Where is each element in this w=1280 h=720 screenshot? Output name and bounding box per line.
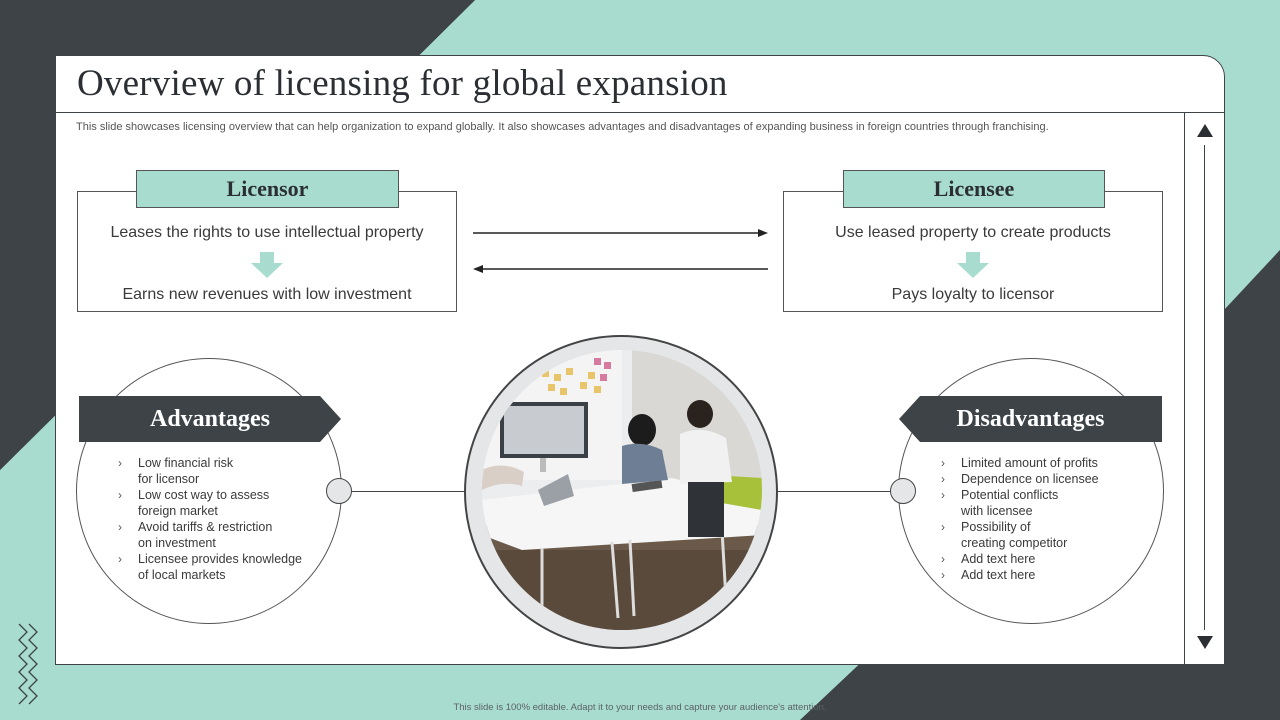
scrollbar-divider [1184, 113, 1185, 665]
chevron-right-icon: › [941, 552, 945, 566]
chevron-right-icon: › [941, 472, 945, 486]
disadvantages-item: › Limited amount of profits [941, 455, 1099, 471]
right-arrow-icon [758, 229, 768, 237]
down-arrow-icon [251, 252, 283, 278]
chevron-right-icon: › [941, 568, 945, 582]
disadvantages-item-text: Potential conflicts [961, 488, 1059, 502]
disadvantages-item-text: with licensee [961, 504, 1033, 518]
scrollbar-track[interactable] [1204, 145, 1205, 630]
disadvantages-item-text: Possibility of [961, 520, 1031, 534]
licensee-box [783, 191, 1163, 312]
slide-subtitle: This slide showcases licensing overview … [76, 121, 1049, 133]
meeting-photo [482, 350, 762, 630]
licensor-heading: Licensor [136, 170, 399, 208]
disadvantages-item: › Add text here [941, 551, 1099, 567]
right-connector-node [890, 478, 916, 504]
licensee-line-2: Pays loyalty to licensor [891, 286, 1055, 303]
advantages-item-text: on investment [138, 536, 216, 550]
title-divider [56, 112, 1224, 113]
right-connector [776, 491, 891, 492]
disadvantages-item-text: Limited amount of profits [961, 456, 1098, 470]
disadvantages-item-text: Add text here [961, 552, 1036, 566]
licensor-line-2: Earns new revenues with low investment [122, 286, 412, 303]
triangle-down-icon[interactable] [1197, 636, 1213, 649]
zigzag-decoration [18, 623, 38, 705]
advantages-item: › Low cost way to assess foreign market [118, 487, 302, 519]
disadvantages-item: › Potential conflicts with licensee [941, 487, 1099, 519]
licensee-line-1: Use leased property to create products [835, 224, 1111, 241]
advantages-item: › Avoid tariffs & restriction on investmen… [118, 519, 302, 551]
chevron-right-icon: › [118, 520, 122, 534]
chevron-right-icon: › [941, 520, 945, 534]
exchange-arrows [473, 229, 768, 273]
advantages-item: › Licensee provides knowledge of local mar… [118, 551, 302, 583]
chevron-right-icon: › [941, 488, 945, 502]
advantages-item-text: Low financial risk [138, 456, 234, 470]
slide-title: Overview of licensing for global expansi… [77, 63, 728, 104]
advantages-item-text: foreign market [138, 504, 218, 518]
chevron-right-icon: › [118, 488, 122, 502]
left-arrow-icon [473, 265, 483, 273]
left-connector [352, 491, 468, 492]
triangle-up-icon[interactable] [1197, 124, 1213, 137]
disadvantages-list: › Limited amount of profits › Dependence on… [941, 455, 1099, 583]
advantages-item-text: Low cost way to assess [138, 488, 270, 502]
advantages-item-text: Licensee provides knowledge [138, 552, 302, 566]
advantages-item-text: for licensor [138, 472, 200, 486]
chevron-right-icon: › [118, 552, 122, 566]
advantages-item: › Low financial risk for licensor [118, 455, 302, 487]
chevron-right-icon: › [118, 456, 122, 470]
disadvantages-item-text: Add text here [961, 568, 1036, 582]
licensee-heading: Licensee [843, 170, 1105, 208]
disadvantages-item-text: Dependence on licensee [961, 472, 1099, 486]
disadvantages-item: › Add text here [941, 567, 1099, 583]
licensor-box [77, 191, 457, 312]
advantages-item-text: of local markets [138, 568, 226, 582]
left-connector-node [326, 478, 352, 504]
advantages-item-text: Avoid tariffs & restriction [138, 520, 273, 534]
advantages-banner: Advantages [79, 396, 341, 442]
advantages-list: › Low financial risk for licensor › Low cost… [118, 455, 302, 583]
slide-footer: This slide is 100% editable. Adapt it to… [453, 702, 827, 713]
disadvantages-item-text: creating competitor [961, 536, 1068, 550]
chevron-right-icon: › [941, 456, 945, 470]
disadvantages-banner: Disadvantages [899, 396, 1162, 442]
disadvantages-item: › Dependence on licensee [941, 471, 1099, 487]
down-arrow-icon [957, 252, 989, 278]
disadvantages-item: › Possibility of creating competitor [941, 519, 1099, 551]
licensor-line-1: Leases the rights to use intellectual pr… [110, 224, 424, 241]
